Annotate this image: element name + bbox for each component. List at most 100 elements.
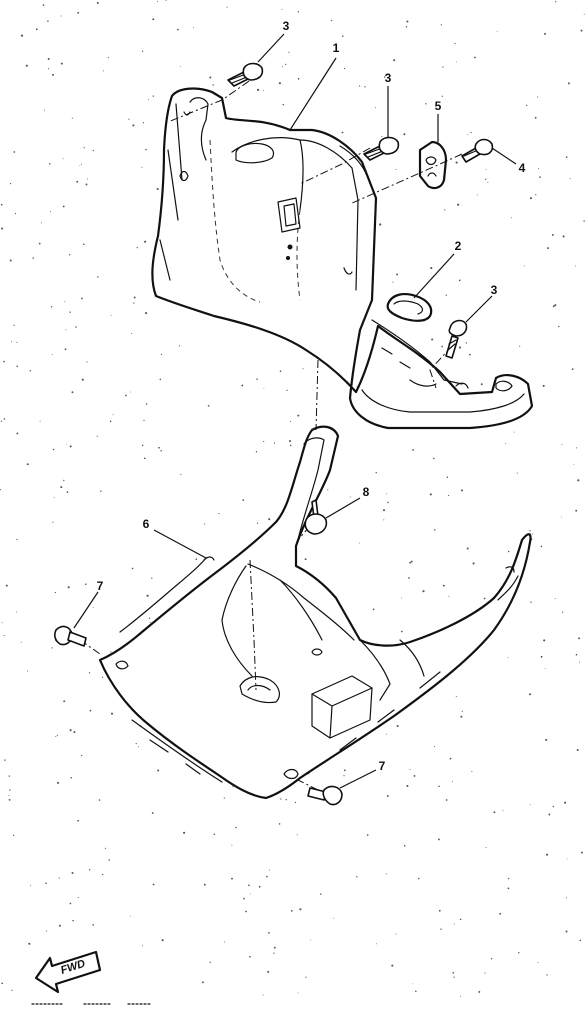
speck [452,971,455,974]
speck [528,693,532,696]
speck [62,158,64,160]
speck [478,990,481,993]
speck [152,95,154,97]
speck [483,597,486,600]
speck [417,877,420,880]
speck [327,489,329,491]
speck [358,542,360,544]
speck [66,491,69,493]
speck [9,182,12,185]
speck [58,924,61,927]
speck [364,86,366,88]
speck [278,82,281,85]
speck [454,42,456,45]
speck [232,786,234,788]
speck [53,496,55,498]
speck [480,383,483,386]
speck [289,420,291,423]
speck [26,463,29,466]
bolt-7-bottom [307,785,343,806]
speck [548,813,551,816]
speck [16,538,18,541]
speck [273,946,276,949]
speck [545,738,548,741]
speck [79,165,81,166]
bolt-8 [304,499,328,535]
speck [408,577,410,579]
speck [434,529,436,531]
speck [477,194,479,196]
speck [565,156,568,158]
speck [544,32,546,35]
part-6-floor-panel [98,425,532,800]
speck [460,715,463,718]
speck [257,88,260,91]
speck [396,273,399,276]
svg-text:7: 7 [97,579,104,593]
speck [81,754,83,757]
speck [499,912,502,915]
speck [107,57,109,59]
speck [519,345,521,347]
speck [55,735,57,738]
speck [299,908,302,911]
speck [69,729,72,732]
speck [16,365,18,367]
speck [487,181,489,183]
speck [47,20,49,22]
svg-text:6: 6 [143,517,150,531]
svg-text:2: 2 [455,239,462,253]
speck [248,884,250,887]
speck [564,801,567,804]
speck [144,240,147,243]
speck [467,134,469,136]
speck [403,844,406,847]
speck [430,267,433,270]
speck [518,952,520,954]
speck [145,312,148,315]
speck [47,68,50,70]
callout-2: 2 [413,239,462,299]
speck [470,131,472,134]
speck [133,296,136,299]
speck [555,1,557,3]
speck [529,197,533,200]
speck [575,653,578,656]
speck [294,801,297,804]
speck [386,493,388,495]
speck [39,420,41,422]
speck [540,545,543,548]
speck [288,51,290,53]
speck [289,440,291,442]
speck [406,20,409,23]
speck [263,387,265,389]
speck [554,304,557,307]
speck [96,2,99,4]
speck [4,759,6,761]
speck [160,450,162,452]
speck [69,311,71,313]
fwd-direction-marker: FWD [34,950,102,994]
speck [579,939,582,942]
speck [539,176,541,178]
speck [441,95,443,97]
speck [83,243,85,245]
speck [266,875,268,878]
speck [429,493,432,496]
speck [151,577,153,579]
speck [0,420,3,422]
speck [235,826,237,829]
speck [73,731,76,734]
speck [148,99,150,101]
speck [209,76,212,79]
speck [0,227,4,230]
speck [273,952,275,954]
speck [461,710,463,712]
speck [297,11,299,13]
speck [131,332,133,334]
speck [507,877,510,880]
speck [65,329,67,331]
speck [333,917,334,919]
speck [76,180,79,183]
